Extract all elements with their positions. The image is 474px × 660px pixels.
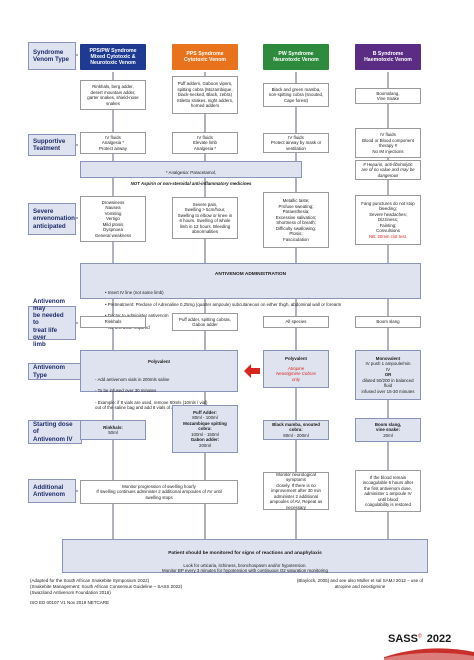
snakes-pps-pw: Rinkhals, berg adder, desert mountain ad… xyxy=(80,80,146,110)
polyvalent-item: - Add antivenom vials in 200mls saline xyxy=(95,376,170,382)
dose-pw-value: 80ml - 200ml xyxy=(283,432,309,438)
dose-pw: Black mamba, snouted cobra: 80ml - 200ml xyxy=(263,420,329,440)
row-label-starting-dose: Starting dose of Antivenom IV xyxy=(28,420,82,444)
row-label-supportive: Supportive Teatment xyxy=(28,134,76,156)
symptoms-pw: Metallic taste; Profuse sweating; Paraes… xyxy=(263,192,329,248)
snakes-pps: Puff adders, Gaboon vipers, spitting cob… xyxy=(172,76,238,114)
dose-rinkhals-value: 50ml xyxy=(108,430,118,435)
may-need-pw: All species xyxy=(263,316,329,328)
additional-pw: Monitor neurological symptoms closely. I… xyxy=(263,472,329,510)
may-need-b: Boom slang xyxy=(355,316,421,328)
dose-rinkhals-name: Rinkhals: xyxy=(103,424,123,430)
arrow-left-icon xyxy=(244,364,260,378)
dose-gabon-value: 200ml xyxy=(199,442,211,448)
dose-pps: Puff Adder: 80ml - 100ml Mozambique spit… xyxy=(172,405,238,453)
analgesia-note: * Analgesia: Paracetamol, NOT Aspirin or… xyxy=(80,161,302,186)
footer-reference: (Blaylock, 2005) and see also Muller et … xyxy=(296,578,424,589)
dose-mozambique-value: 100ml - 150ml xyxy=(191,431,219,437)
polyvalent-title: Polyvalent xyxy=(148,358,170,364)
polyvalent-item: - To be infused over 30 minutes xyxy=(95,388,157,394)
footer-code: ISO ED 00107 V1 Nov 2019 NETCARE xyxy=(30,600,110,605)
dose-mozambique-name: Mozambique spitting cobra: xyxy=(183,420,227,432)
symptoms-pps: Severe pain, Swelling > 5cm/hour, Swelli… xyxy=(172,197,238,239)
dose-b-value: 20ml xyxy=(383,432,393,438)
administration-title: ANTIVENOM ADMINISTRATION xyxy=(214,271,287,277)
monitoring-box: Patient should be monitored for signs of… xyxy=(62,539,428,573)
row-label-antivenom-type: Antivenom Type xyxy=(28,363,82,380)
dose-pw-name: Black mamba, snouted cobra: xyxy=(272,421,320,433)
snakes-pw: Black and green mamba, non-spitting cobr… xyxy=(263,83,329,107)
administration-item: • Pretreatment: Predose of Adrenaline 0,… xyxy=(105,301,342,307)
sass-logo: SASS© 2022 xyxy=(384,630,474,660)
header-pps-pw: PPS/PW Syndrome Mixed Cytotoxic & Neurot… xyxy=(80,44,146,70)
monovalent-or: OR xyxy=(384,372,392,378)
additional-b: If the blood remain incoagulable 6 hours… xyxy=(355,470,421,512)
logo-text: SASS© 2022 xyxy=(388,633,452,645)
row-label-envenomation: Severe envenomation anticipated xyxy=(28,203,76,235)
row-label-may-need: Antivenom may be needed to treat life ov… xyxy=(28,298,76,348)
heparin-note: # Heparin, anti-fibrinolytic are of no v… xyxy=(355,160,421,180)
administration-item: • Doctor to administer antivenom xyxy=(105,313,169,319)
dose-rinkhals: Rinkhals: 50ml xyxy=(80,420,146,440)
dose-b-name: Boom slang, vine snake: xyxy=(374,421,402,433)
supportive-pps: IV fluids Elevate limb Analgesia * xyxy=(172,132,238,154)
supportive-pw: IV fluids Protect airway by mask or vent… xyxy=(263,133,329,153)
snakes-b: Boomslang, Vine Snake xyxy=(355,88,421,104)
symptoms-b: Fang punctures do not stop bleeding; Sev… xyxy=(355,195,421,245)
antivenom-administration: ANTIVENOM ADMINISTRATION • Insert IV lin… xyxy=(80,263,421,330)
polyvalent-box: Polyvalent - Add antivenom vials in 200m… xyxy=(80,350,238,410)
monitoring-title: Patient should be monitored for signs of… xyxy=(168,550,322,556)
may-need-pps-pw: Rinkhals xyxy=(80,316,146,328)
polyvalent-pw: Polyvalent Atropine Neostigmine Cobras o… xyxy=(263,350,329,388)
header-pw: PW Syndrome Neurotoxic Venom xyxy=(263,44,329,70)
atropine-note: Atropine Neostigmine Cobras only xyxy=(276,365,316,382)
monovalent-box: Monovalent IV push 1 ampoule/min IV OR d… xyxy=(355,350,421,400)
may-need-pps: Puff adder, spitting cobras, Gabon adder xyxy=(172,313,238,331)
dose-puff-adder-value: 80ml - 100ml xyxy=(192,415,218,421)
monitoring-body: Look for urticaria, itchiness, bronchosp… xyxy=(162,562,328,574)
administration-item: • Insert IV line (not same limb) xyxy=(105,290,164,296)
supportive-pps-pw: IV fluids Analgesia * Protect airway xyxy=(80,132,146,154)
symptoms-b-text: Fang punctures do not stop bleeding; Sev… xyxy=(361,200,415,234)
additional-left: Monitor progression of swelling hourly I… xyxy=(80,480,238,504)
monovalent-body: IV push 1 ampoule/min IV xyxy=(365,361,411,372)
footer-sources: (Adapted for the South African Snakebite… xyxy=(30,578,183,595)
monovalent-tail: diluted 50/200 in balanced fluid infused… xyxy=(361,377,415,394)
symptoms-pps-pw: Drowsiness Nausea Vomiting Vertigo Mild … xyxy=(80,196,146,242)
dose-puff-adder-name: Puff Adder: xyxy=(193,409,217,415)
dose-b: Boom slang, vine snake: 20ml xyxy=(355,418,421,442)
analgesia-note-line1: * Analgesia: Paracetamol, xyxy=(165,169,217,175)
row-label-venom-type: Syndrome Venom Type xyxy=(28,42,76,70)
polyvalent-pw-title: Polyvalent xyxy=(285,356,307,361)
monovalent-title: Monovalent xyxy=(375,355,401,361)
header-b: B Syndrome Haemotoxic Venom xyxy=(355,44,421,70)
row-label-additional: Additional Antivenom xyxy=(28,479,76,503)
dose-gabon-name: Gabon adder: xyxy=(190,437,220,443)
clot-test-note: NB: 20min clot test. xyxy=(368,233,408,239)
supportive-b: IV fluids Blood or Blood component thera… xyxy=(355,128,421,158)
analgesia-note-line2: NOT Aspirin or non-steroidal anti-inflam… xyxy=(130,181,252,187)
header-pps: PPS Syndrome Cytotoxic Venom xyxy=(172,44,238,70)
logo-swoosh-icon xyxy=(384,648,474,660)
